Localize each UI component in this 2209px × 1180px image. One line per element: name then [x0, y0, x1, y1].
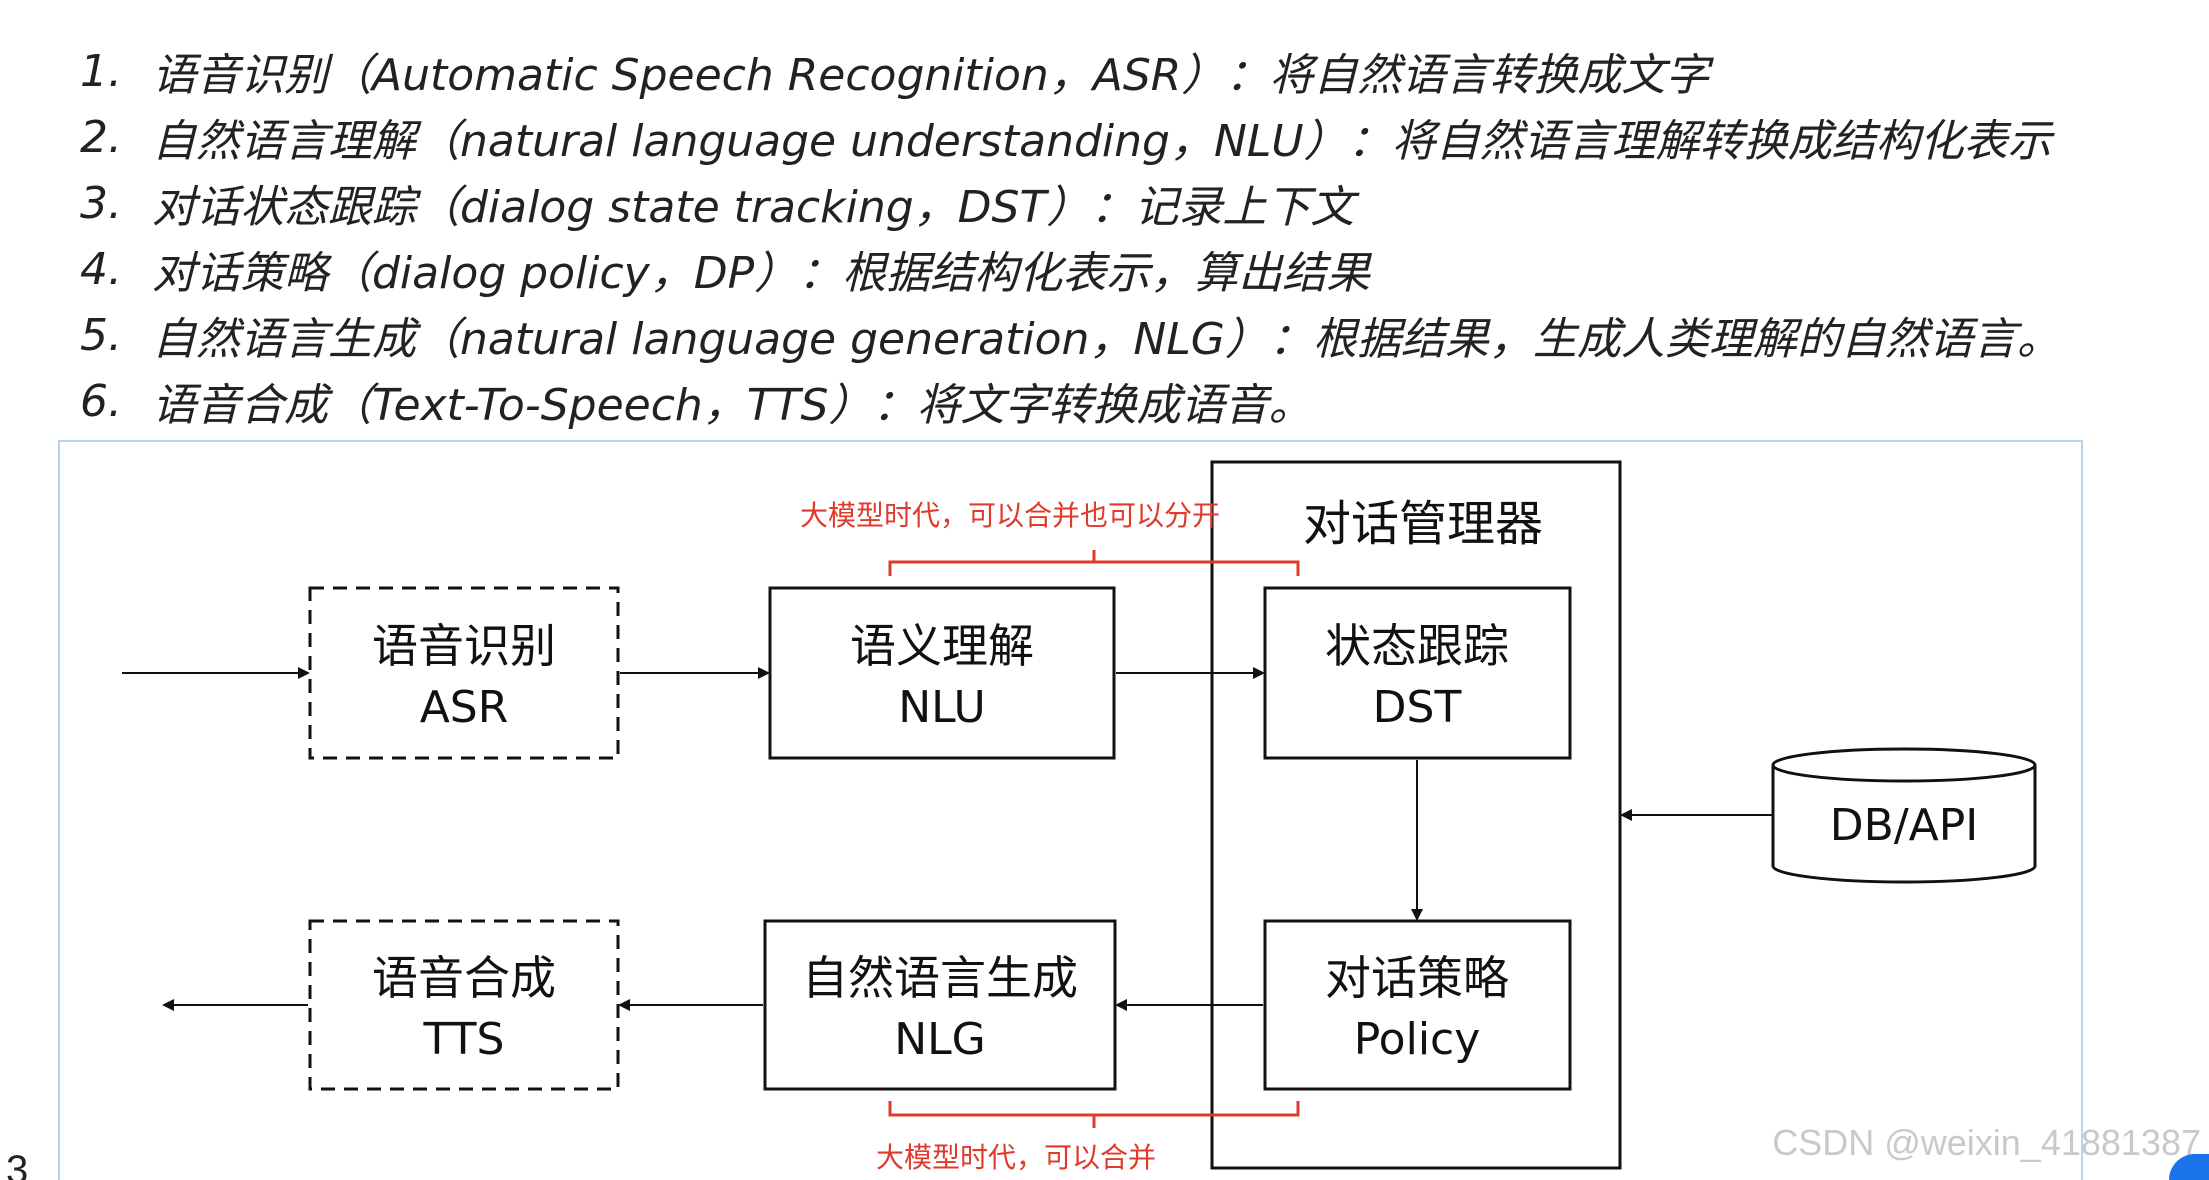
- policy-abbr: Policy: [1354, 1014, 1481, 1065]
- step-text: 自然语言理解（natural language understanding，NL…: [152, 116, 2052, 167]
- step-list: 1. 语音识别（Automatic Speech Recognition，ASR）…: [80, 38, 2061, 434]
- diagram-frame: [58, 440, 2083, 1180]
- step-number: 3.: [80, 177, 122, 229]
- db-api-cylinder: [1771, 747, 2037, 884]
- nlg-abbr: NLG: [894, 1014, 986, 1065]
- step-item: 6. 语音合成（Text-To-Speech，TTS）：将文字转换成语音。: [80, 368, 2061, 434]
- step-item: 5. 自然语言生成（natural language generation，NLG…: [80, 302, 2061, 368]
- watermark: CSDN @weixin_41881387: [1772, 1122, 2201, 1163]
- dst-title: 状态跟踪: [1325, 619, 1509, 673]
- dst-box: [1263, 586, 1572, 760]
- nlu-title: 语义理解: [850, 619, 1034, 673]
- tts-abbr: TTS: [423, 1014, 505, 1065]
- nlu-box: [768, 586, 1116, 760]
- bottom-note: 大模型时代，可以合并: [876, 1141, 1156, 1174]
- asr-abbr: ASR: [420, 682, 509, 733]
- dst-abbr: DST: [1373, 682, 1462, 733]
- nlu-abbr: NLU: [898, 682, 985, 733]
- step-text: 自然语言生成（natural language generation，NLG）：…: [152, 314, 2061, 365]
- step-number: 4.: [80, 243, 122, 295]
- step-number: 1.: [80, 45, 122, 97]
- step-number: 6.: [80, 375, 122, 427]
- tts-title: 语音合成: [372, 951, 556, 1005]
- step-text: 对话策略（dialog policy，DP）：根据结构化表示，算出结果: [152, 248, 1371, 299]
- step-text: 语音识别（Automatic Speech Recognition，ASR）：将…: [152, 50, 1710, 101]
- asr-box: [308, 586, 620, 760]
- step-number: 2.: [80, 111, 122, 163]
- step-item: 3. 对话状态跟踪（dialog state tracking，DST）：记录上下…: [80, 170, 2061, 236]
- bottom-bracket: [888, 1101, 1300, 1128]
- step-item: 4. 对话策略（dialog policy，DP）：根据结构化表示，算出结果: [80, 236, 2061, 302]
- step-item: 2. 自然语言理解（natural language understanding，…: [80, 104, 2061, 170]
- nlg-title: 自然语言生成: [802, 951, 1078, 1005]
- db-api-label: DB/API: [1830, 800, 1979, 851]
- top-note: 大模型时代，可以合并也可以分开: [800, 499, 1220, 532]
- step-text: 语音合成（Text-To-Speech，TTS）：将文字转换成语音。: [152, 380, 1313, 431]
- asr-title: 语音识别: [372, 619, 556, 673]
- top-bracket: [888, 550, 1300, 576]
- policy-box: [1263, 919, 1572, 1091]
- dialog-manager-title: 对话管理器: [1303, 496, 1543, 552]
- policy-title: 对话策略: [1325, 951, 1509, 1005]
- step-text: 对话状态跟踪（dialog state tracking，DST）：记录上下文: [152, 182, 1355, 233]
- page-number: 3: [6, 1148, 29, 1180]
- step-item: 1. 语音识别（Automatic Speech Recognition，ASR）…: [80, 38, 2061, 104]
- step-number: 5.: [80, 309, 122, 361]
